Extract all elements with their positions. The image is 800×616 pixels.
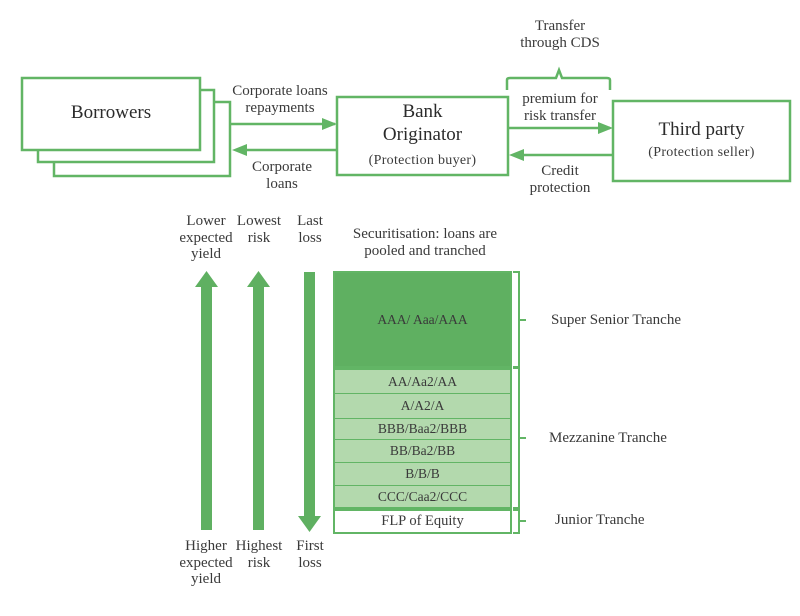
tranche-super-senior: AAA/ Aaa/AAA <box>333 271 512 368</box>
cds-bracket <box>505 66 612 90</box>
tranche-rating: AAA/ Aaa/AAA <box>377 311 468 327</box>
tranche-mezzanine: BB/Ba2/BB <box>333 439 512 463</box>
risk-arrow-shaft <box>253 285 264 530</box>
cds-label: Transfer through CDS <box>520 18 600 51</box>
super-senior-bracket <box>513 271 526 368</box>
risk-arrowhead-up <box>247 271 270 287</box>
premium-arrowhead <box>598 122 613 134</box>
tranche-rating: AA/Aa2/AA <box>388 373 457 389</box>
tranche-rating: CCC/Caa2/CCC <box>377 488 468 504</box>
tranche-mezzanine: B/B/B <box>333 462 512 486</box>
third-party-title: Third party <box>658 119 745 140</box>
loss-arrowhead-down <box>298 516 321 532</box>
loans-label: Corporate loans <box>252 159 312 192</box>
loss-arrow-shaft <box>304 272 315 518</box>
tranche-rating: BBB/Baa2/BBB <box>377 421 468 436</box>
bank-originator-title: Bank Originator <box>382 101 463 145</box>
premium-label: premium for risk transfer <box>522 91 598 124</box>
borrowers-label: Borrowers <box>70 102 152 123</box>
loss-top-label: Last loss <box>297 213 323 246</box>
junior-bracket <box>513 509 526 534</box>
super-senior-tranche-label: Super Senior Tranche <box>551 312 681 328</box>
third-party-subtitle: (Protection seller) <box>648 145 755 160</box>
bank-originator-subtitle: (Protection buyer) <box>368 153 477 168</box>
risk-bottom-label: Highest risk <box>235 538 283 571</box>
third-party-box <box>611 99 792 183</box>
junior-tranche-label: Junior Tranche <box>555 512 645 528</box>
yield-top-label: Lower expected yield <box>179 213 233 262</box>
tranche-mezzanine: BBB/Baa2/BBB <box>333 418 512 440</box>
bank-originator-box <box>335 95 510 177</box>
loss-bottom-label: First loss <box>296 538 324 571</box>
mezzanine-tranche-label: Mezzanine Tranche <box>549 430 667 446</box>
repayments-arrowhead <box>322 118 337 130</box>
loans-arrowhead <box>232 144 247 156</box>
mezzanine-bracket <box>513 367 526 509</box>
credit-protection-label: Credit protection <box>529 163 591 196</box>
credit-arrowhead <box>509 149 524 161</box>
tranche-mezzanine: AA/Aa2/AA <box>333 368 512 394</box>
tranche-rating: BB/Ba2/BB <box>389 443 456 458</box>
tranche-mezzanine: A/A2/A <box>333 393 512 419</box>
tranche-rating: FLP of Equity <box>381 513 464 529</box>
yield-bottom-label: Higher expected yield <box>179 538 233 587</box>
yield-arrowhead-up <box>195 271 218 287</box>
tranche-junior: FLP of Equity <box>333 509 512 534</box>
borrowers-box-front <box>20 76 202 152</box>
securitisation-title: Securitisation: loans are pooled and tra… <box>352 226 498 259</box>
tranche-rating: A/A2/A <box>400 398 445 413</box>
yield-arrow-shaft <box>201 285 212 530</box>
risk-top-label: Lowest risk <box>236 213 282 246</box>
tranche-mezzanine: CCC/Caa2/CCC <box>333 485 512 509</box>
tranche-rating: B/B/B <box>405 466 440 481</box>
repayments-label: Corporate loans repayments <box>232 83 328 116</box>
